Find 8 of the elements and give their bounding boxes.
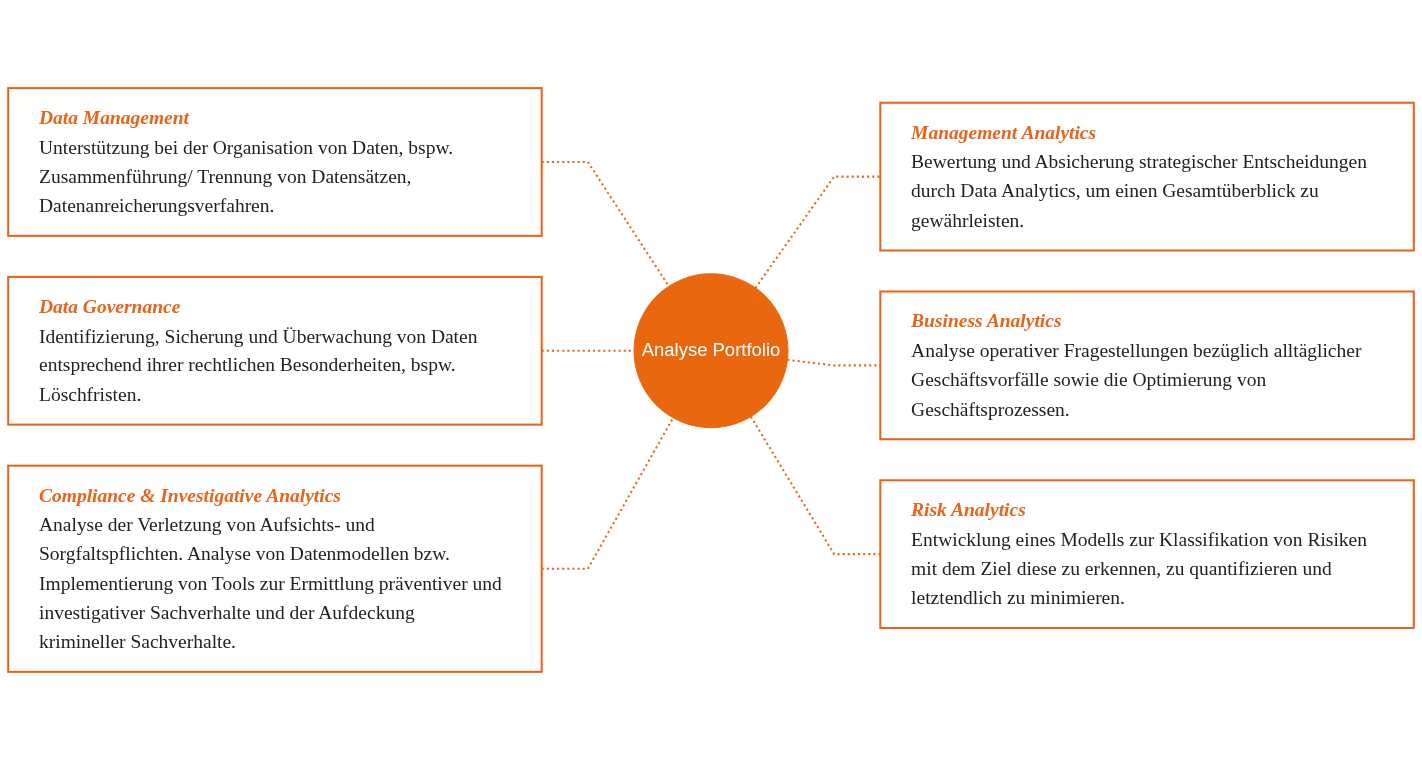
node-box — [879, 290, 1415, 441]
node-box — [879, 101, 1415, 252]
node-circle — [633, 273, 789, 429]
node-box — [7, 275, 543, 426]
connector — [754, 175, 881, 289]
node-box — [7, 464, 543, 673]
node-box — [7, 87, 543, 237]
node-box — [879, 479, 1415, 630]
